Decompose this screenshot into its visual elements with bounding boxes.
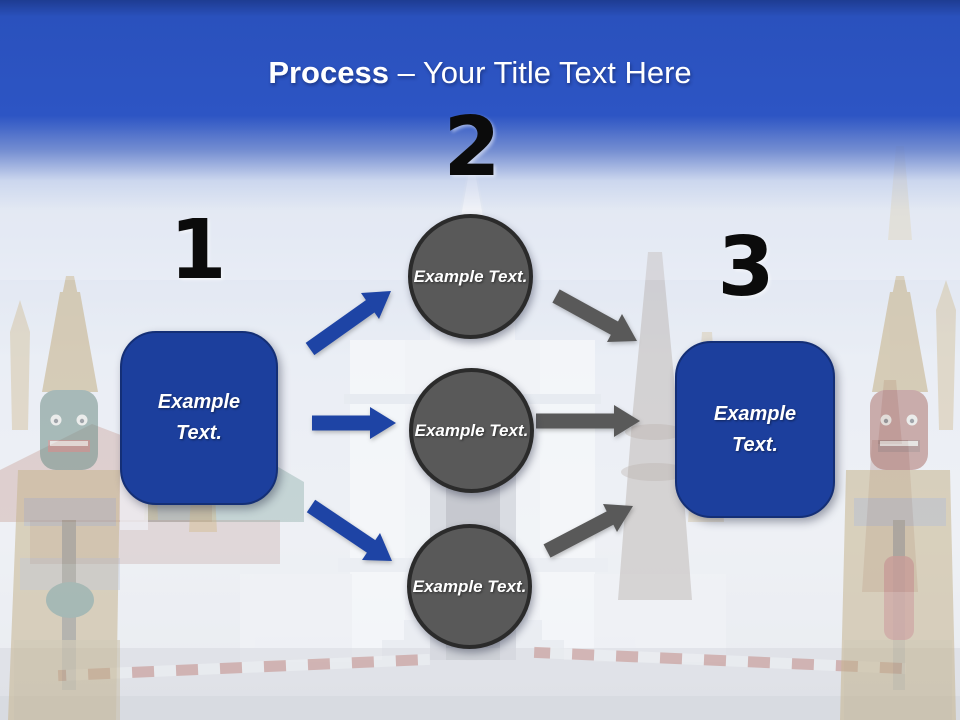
step3-box-label: Example Text.: [713, 402, 797, 456]
arrow-step1-to-circle3[interactable]: [306, 499, 392, 561]
process-circle-1-label: Example Text.: [413, 266, 528, 286]
step1-box[interactable]: Example Text.: [120, 331, 278, 505]
step1-box-label: Example Text.: [157, 391, 241, 444]
arrow-circle2-to-step3[interactable]: [536, 405, 640, 437]
title-rest-text: – Your Title Text Here: [388, 55, 692, 90]
process-circle-3[interactable]: Example Text.: [407, 524, 532, 649]
title-lead-text: Process: [268, 55, 389, 90]
process-circle-3-label: Example Text.: [412, 576, 527, 596]
guardian-statue-left: [8, 276, 120, 720]
process-circle-2[interactable]: Example Text.: [409, 368, 534, 493]
title-bar: Process – Your Title Text Here: [0, 0, 960, 210]
process-circle-2-label: Example Text.: [414, 420, 529, 440]
arrow-circle3-to-step3[interactable]: [543, 504, 633, 558]
process-circle-1[interactable]: Example Text.: [408, 214, 533, 339]
arrow-step1-to-circle2[interactable]: [312, 407, 396, 439]
road: [0, 646, 960, 720]
step-number-2[interactable]: 2: [443, 100, 501, 195]
guardian-statue-right: [840, 276, 956, 720]
step3-box[interactable]: Example Text.: [675, 341, 835, 518]
arrow-circle1-to-step3[interactable]: [552, 289, 637, 342]
slide-title[interactable]: Process – Your Title Text Here: [268, 55, 692, 90]
step-number-3[interactable]: 3: [717, 220, 775, 315]
step-number-1[interactable]: 1: [169, 203, 227, 298]
arrow-step1-to-circle1[interactable]: [305, 291, 391, 356]
